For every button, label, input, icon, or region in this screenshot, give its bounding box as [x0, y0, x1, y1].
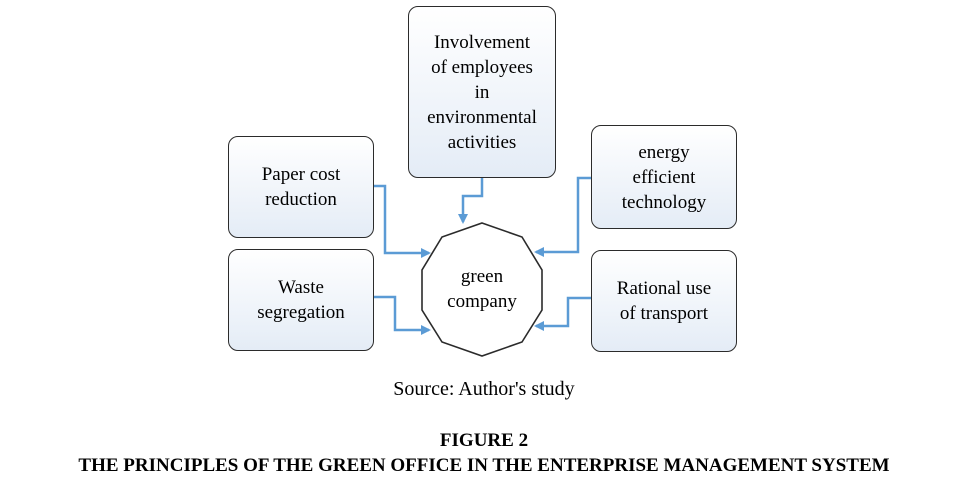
box-employee-involvement-text: Involvement of employees in environmenta…: [427, 30, 537, 155]
box-line: technology: [621, 191, 707, 213]
box-energy-efficient-technology: energy efficient technology: [591, 125, 737, 229]
box-line: Rational use: [616, 278, 712, 299]
figure-title: THE PRINCIPLES OF THE GREEN OFFICE IN TH…: [78, 455, 890, 476]
box-employee-involvement: Involvement of employees in environmenta…: [408, 6, 556, 178]
figure-number: FIGURE 2: [439, 430, 529, 451]
box-line: environmental: [427, 106, 537, 128]
box-rational-use-of-transport-text: Rational use of transport: [617, 276, 711, 326]
box-line: activities: [447, 131, 517, 153]
center-label-green-company: green company: [420, 264, 544, 314]
box-paper-cost-reduction-text: Paper cost reduction: [262, 162, 341, 212]
arrow-lower-left: [373, 295, 431, 335]
box-paper-cost-reduction: Paper cost reduction: [228, 136, 374, 238]
box-line: of employees: [431, 56, 533, 78]
arrow-upper-right: [534, 176, 592, 257]
arrow-top: [458, 178, 484, 224]
box-line: in: [474, 81, 490, 103]
center-line: company: [447, 291, 517, 312]
box-energy-efficient-technology-text: energy efficient technology: [622, 140, 706, 215]
arrow-lower-right: [534, 296, 592, 331]
source-caption: Source: Author's study: [393, 378, 575, 400]
box-line: Paper cost: [261, 164, 341, 185]
center-line: green: [460, 266, 504, 287]
box-line: Involvement: [433, 31, 531, 53]
box-line: segregation: [257, 302, 345, 323]
box-rational-use-of-transport: Rational use of transport: [591, 250, 737, 352]
box-line: reduction: [265, 189, 337, 210]
box-line: energy: [638, 141, 690, 163]
box-waste-segregation: Waste segregation: [228, 249, 374, 351]
box-waste-segregation-text: Waste segregation: [257, 275, 345, 325]
center-decagon: [421, 222, 543, 357]
box-line: of transport: [619, 303, 709, 324]
arrow-upper-left: [373, 184, 431, 258]
box-line: efficient: [632, 166, 696, 188]
box-line: Waste: [278, 277, 324, 298]
